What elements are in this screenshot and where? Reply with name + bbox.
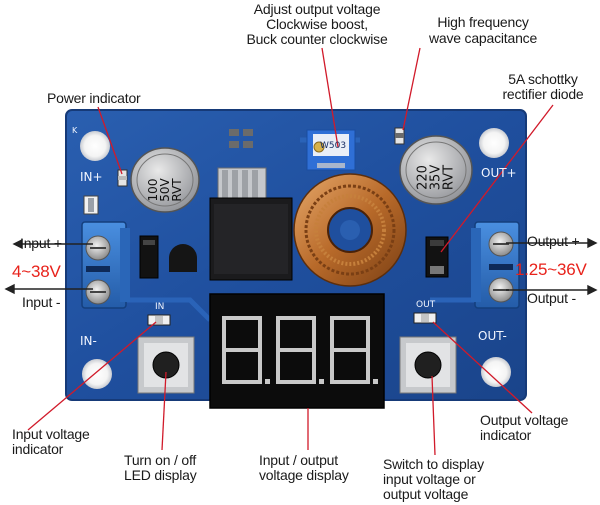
display-switch-button [399,336,457,394]
switch-display-line: Switch to display [383,456,484,472]
input-capacitor [130,147,200,213]
adjust-voltage-label: Adjust output voltage Clockwise boost, B… [222,2,412,47]
adjust-voltage-line: Buck counter clockwise [246,31,388,47]
led-toggle-label: Turn on / off LED display [124,453,197,483]
input-plus-label: Input + [20,235,62,251]
schottky-label: 5A schottky rectifier diode [486,72,600,102]
input-voltage-indicator-label: Input voltage indicator [12,427,90,457]
left-capacitor-marking: 100 50V RVT [146,165,184,215]
io-display-line: Input / output [259,452,338,468]
input-indicator-line: Input voltage [12,426,90,442]
output-capacitor [399,135,473,205]
right-capacitor-marking: 220 35V RVT [416,153,457,203]
input-indicator-line: indicator [12,441,64,457]
io-display-line: voltage display [259,467,349,483]
decimal-point [373,379,378,384]
input-range-label: 4~38V [12,262,61,281]
schottky-line: 5A schottky [508,71,578,87]
led-toggle-line: LED display [124,467,197,483]
cap-right-line: RVT [441,164,457,191]
adjust-voltage-line: Clockwise boost, [266,16,368,32]
display-onoff-button [137,336,195,394]
mounting-hole [80,131,110,161]
output-indicator-line: Output voltage [480,412,569,428]
switch-display-line: input voltage or [383,471,476,487]
output-terminal-block [471,221,520,309]
mounting-hole [82,359,112,389]
power-indicator-label: Power indicator [47,90,141,106]
output-plus-label: Output + [527,233,580,249]
board-in-plus-label: IN+ [80,170,103,184]
input-terminal-block [81,221,130,309]
board-in-led-label: IN [155,302,165,312]
decimal-point [319,379,324,384]
switch-display-line: output voltage [383,486,469,502]
toroid-inductor [293,173,407,287]
high-freq-line: wave capacitance [428,30,538,46]
io-arrows [4,237,598,296]
mounting-hole [481,357,511,387]
annotation-lines [27,47,554,456]
board-out-led-label: OUT [416,300,436,310]
board-out-plus-label: OUT+ [481,166,517,180]
switch-display-label: Switch to display input voltage or outpu… [383,457,484,502]
io-voltage-display-label: Input / output voltage display [259,453,349,483]
output-range-label: 1.25~36V [515,260,587,279]
output-indicator-line: indicator [480,427,532,443]
mounting-hole [479,128,509,158]
decimal-point [265,379,270,384]
board-k-mark: K [72,126,78,135]
output-minus-label: Output - [527,290,576,306]
adjust-voltage-line: Adjust output voltage [253,1,381,17]
display-digits [222,316,378,384]
board-in-minus-label: IN- [80,334,97,348]
pot-marking: W503 [320,141,347,151]
high-freq-line: High frequency [437,14,529,30]
cap-left-line: RVT [170,178,184,202]
schottky-line: rectifier diode [502,86,584,102]
board-out-minus-label: OUT- [478,329,507,343]
input-minus-label: Input - [22,294,61,310]
output-voltage-indicator-label: Output voltage indicator [480,413,568,443]
led-toggle-line: Turn on / off [124,452,197,468]
high-freq-cap-label: High frequency wave capacitance [408,14,558,46]
